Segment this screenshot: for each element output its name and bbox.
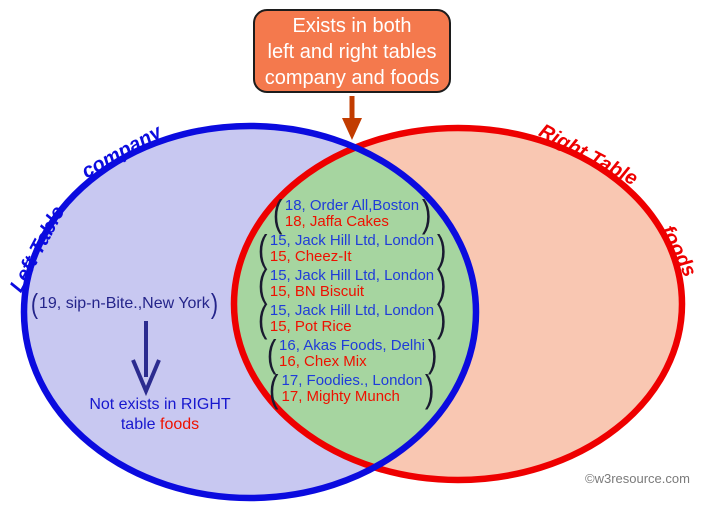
record-pair: ( 16, Akas Foods, Delhi 16, Chex Mix ) — [265, 333, 440, 375]
food-record: 16, Chex Mix — [279, 353, 367, 370]
record-pair: ( 15, Jack Hill Ltd, London 15, Pot Rice… — [256, 298, 449, 340]
food-record: 15, Cheez-It — [269, 248, 352, 265]
intersection-record-list: ( 18, Order All,Boston 18, Jaffa Cakes )… — [230, 193, 474, 410]
callout-line: Exists in both — [292, 15, 412, 37]
company-record: 17, Foodies., London — [281, 372, 423, 389]
close-paren: ) — [437, 228, 447, 270]
food-record: 17, Mighty Munch — [281, 388, 400, 405]
company-record: 15, Jack Hill Ltd, London — [269, 267, 435, 284]
open-paren: ( — [266, 333, 277, 375]
open-paren: ( — [257, 298, 267, 340]
callout-exists-in-both: Exists in both left and right tables com… — [253, 9, 451, 93]
close-paren: ) — [210, 288, 218, 320]
callout-line: company and foods — [264, 67, 440, 89]
company-record: 15, Jack Hill Ltd, London — [269, 232, 435, 249]
close-paren: ) — [427, 333, 438, 375]
right-circle-outline — [230, 124, 686, 484]
open-paren: ( — [272, 193, 283, 235]
open-paren: ( — [269, 368, 279, 410]
copyright-text: ©w3resource.com — [585, 471, 690, 486]
company-record: 15, Jack Hill Ltd, London — [269, 302, 435, 319]
callout-line: left and right tables — [267, 41, 437, 63]
company-record: 19, sip-n-Bite.,New York — [39, 295, 210, 312]
food-record: 15, BN Biscuit — [269, 283, 365, 300]
close-paren: ) — [421, 193, 432, 235]
left-circle-outline — [20, 122, 480, 502]
intersection-region — [234, 128, 476, 480]
company-record: 16, Akas Foods, Delhi — [279, 337, 425, 354]
record-pair: ( 15, Jack Hill Ltd, London 15, BN Biscu… — [256, 263, 449, 305]
close-paren: ) — [425, 368, 435, 410]
company-record: 18, Order All,Boston — [284, 197, 420, 214]
food-record: 15, Pot Rice — [269, 318, 352, 335]
left-only-record: ( 19, sip-n-Bite.,New York ) — [30, 288, 219, 320]
open-paren: ( — [30, 288, 39, 320]
left-only-arrow-icon — [131, 321, 161, 397]
note-line-2: table foods — [120, 416, 200, 433]
record-pair: ( 17, Foodies., London 17, Mighty Munch … — [267, 368, 437, 410]
note-foods-highlight: foods — [160, 416, 200, 433]
open-paren: ( — [257, 228, 267, 270]
record-pair: ( 15, Jack Hill Ltd, London 15, Cheez-It… — [256, 228, 449, 270]
callout-arrow-icon — [342, 96, 362, 140]
close-paren: ) — [437, 263, 447, 305]
open-paren: ( — [257, 263, 267, 305]
note-line-1: Not exists in RIGHT — [89, 396, 231, 413]
not-exists-note: Not exists in RIGHT table foods — [82, 395, 238, 435]
record-pair: ( 18, Order All,Boston 18, Jaffa Cakes ) — [271, 193, 434, 235]
close-paren: ) — [437, 298, 447, 340]
food-record: 18, Jaffa Cakes — [284, 213, 389, 230]
